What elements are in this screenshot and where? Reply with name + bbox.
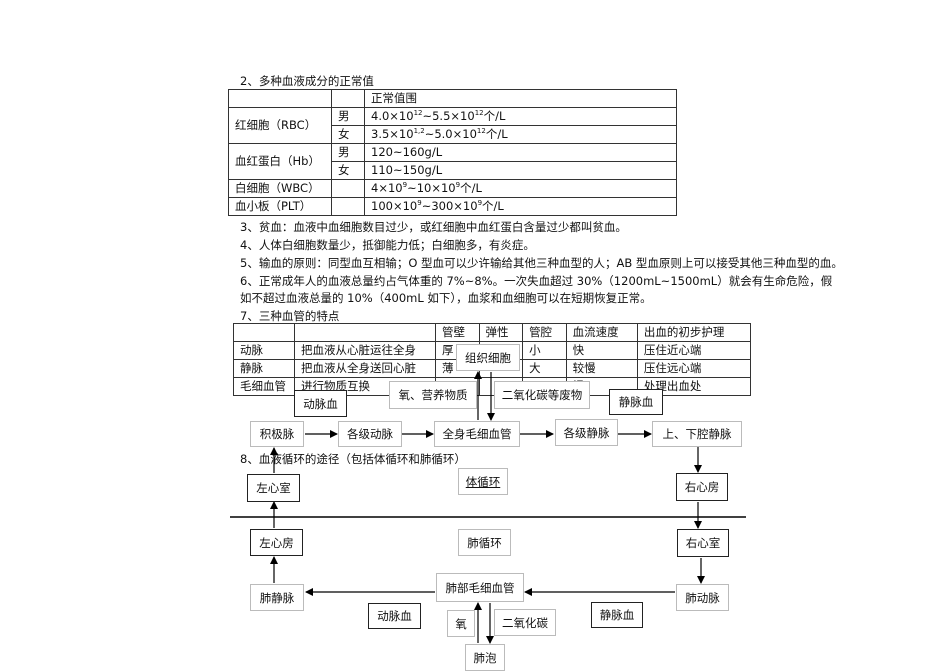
rbc-female-value: 3.5×101,2~5.0×1012个/L [364, 125, 677, 144]
pulmonary-circulation-box: 肺循环 [458, 529, 511, 556]
co2-waste-box: 二氧化碳等废物 [494, 381, 590, 409]
arteries-box: 各级动脉 [338, 421, 402, 447]
oxygen-nutrients-box: 氧、营养物质 [389, 381, 477, 409]
table-row: 血红蛋白（Hb） 男 120~160g/L [228, 143, 677, 180]
rbc-male-value: 4.0×1012~5.5×1012个/L [364, 107, 677, 126]
plt-label: 血小板（PLT） [228, 197, 332, 216]
systemic-circulation-box: 体循环 [458, 468, 508, 495]
wbc-value: 4×109~10×109个/L [364, 179, 677, 198]
veins-box: 各级静脉 [555, 419, 618, 446]
venous-blood-lung-box: 静脉血 [591, 602, 643, 628]
blood-values-table: 正常值围 红细胞（RBC） 男 4.0×1012~5.5×1012个/L 女 3… [228, 89, 677, 216]
oxygen-box: 氧 [447, 610, 475, 637]
vena-cava-box: 上、下腔静脉 [652, 421, 742, 447]
plt-value: 100×109~300×109个/L [364, 197, 677, 216]
alveoli-box: 肺泡 [465, 644, 505, 671]
table-row: 白细胞（WBC） 4×109~10×109个/L [228, 179, 677, 198]
arterial-blood-lung-box: 动脉血 [368, 603, 421, 629]
co2-box: 二氧化碳 [494, 609, 556, 636]
right-atrium-box: 右心房 [676, 473, 728, 501]
section-7-heading: 7、三种血管的特点 [240, 309, 340, 323]
section-8-heading: 8、血液循环的途径（包括体循环和肺循环） [240, 452, 466, 466]
table-row: 血小板（PLT） 100×109~300×109个/L [228, 197, 677, 216]
header-flow-speed: 血流速度 [565, 323, 638, 342]
rbc-label: 红细胞（RBC） [228, 107, 332, 144]
lung-capillaries-box: 肺部毛细血管 [436, 573, 524, 602]
note-6-line-1: 6、正常成年人的血液总量约占气体重的 7%~8%。一次失血超过 30%（1200… [240, 274, 833, 288]
left-ventricle-box: 左心室 [247, 474, 300, 502]
wbc-label: 白细胞（WBC） [228, 179, 332, 198]
pulmonary-vein-box: 肺静脉 [250, 584, 304, 611]
note-5: 5、输血的原则：同型血互相输；O 型血可以少许输给其他三种血型的人；AB 型血原… [240, 256, 843, 270]
pulmonary-artery-box: 肺动脉 [676, 584, 729, 611]
arterial-blood-box: 动脉血 [294, 390, 347, 417]
right-ventricle-box: 右心室 [677, 529, 729, 557]
table-row: 女 3.5×101,2~5.0×1012个/L [229, 125, 677, 144]
body-capillaries-box: 全身毛细血管 [434, 421, 520, 447]
note-3: 3、贫血：血液中血细胞数目过少，或红细胞中血红蛋白含量过少都叫贫血。 [240, 220, 627, 234]
left-atrium-box: 左心房 [250, 529, 303, 556]
note-6-line-2: 如不超过血液总量的 10%（400mL 如下），血浆和血细胞可以在短期恢复正常。 [240, 291, 652, 305]
aorta-box: 积极脉 [250, 421, 304, 447]
header-wall: 管壁 [435, 323, 480, 342]
hb-label: 血红蛋白（Hb） [228, 143, 332, 180]
section-2-heading: 2、多种血液成分的正常值 [240, 74, 374, 88]
venous-blood-box: 静脉血 [609, 389, 663, 415]
tissue-cells-box: 组织细胞 [456, 344, 520, 371]
table-row: 红细胞（RBC） 男 4.0×1012~5.5×1012个/L [228, 107, 677, 144]
note-4: 4、人体白细胞数量少，抵御能力低；白细胞多，有炎症。 [240, 238, 535, 252]
